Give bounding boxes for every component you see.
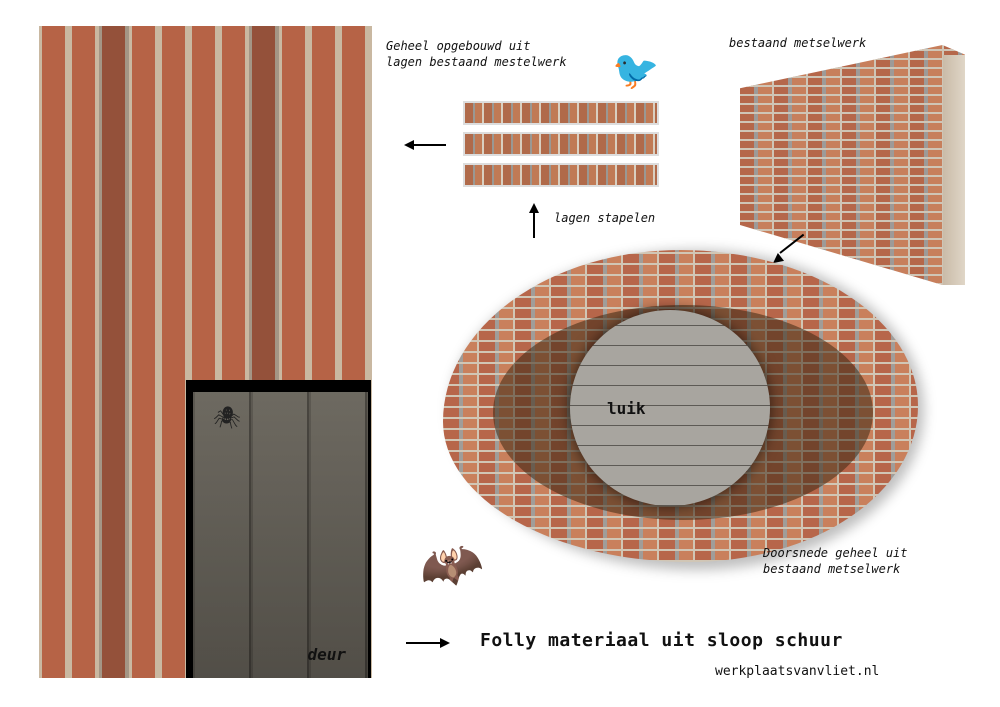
layers-note-line1: Geheel opgebouwd uit	[386, 39, 531, 53]
brick-wall-vertical	[39, 26, 372, 678]
brick-wall-face	[740, 45, 965, 285]
bat-icon: 🦇	[411, 528, 490, 604]
section-note-line2: bestaand metselwerk	[763, 562, 901, 576]
layers-note-line2: lagen bestaand mestelwerk	[386, 55, 567, 69]
door-label: deur	[307, 645, 346, 664]
arrow-right-head	[440, 638, 450, 648]
arrow-up-head	[529, 203, 539, 213]
wooden-hatch	[570, 310, 770, 506]
brick-wall-edge	[942, 54, 965, 285]
hatch-label: luik	[607, 399, 646, 418]
section-note: Doorsnede geheel uit bestaand metselwerk	[763, 545, 908, 577]
stack-layers-label: lagen stapelen	[554, 211, 656, 225]
arrow-right-line	[406, 642, 440, 644]
brick-layer	[463, 101, 659, 125]
layers-note: Geheel opgebouwd uit lagen bestaand mest…	[386, 38, 567, 70]
website-link[interactable]: werkplaatsvanvliet.nl	[715, 664, 880, 679]
cross-section-brick	[443, 250, 918, 562]
arrow-left-line	[413, 144, 446, 146]
brick-layer	[463, 163, 659, 187]
section-note-line1: Doorsnede geheel uit	[763, 546, 908, 560]
bird-icon: 🐦	[612, 48, 660, 92]
page-title: Folly materiaal uit sloop schuur	[480, 630, 843, 651]
brick-layer	[463, 132, 659, 156]
arrow-up-line	[533, 212, 535, 238]
arrow-left-head	[404, 140, 414, 150]
spider-icon: 🕷	[213, 406, 241, 431]
existing-masonry-label: bestaand metselwerk	[729, 36, 867, 50]
wooden-door: 🕷 deur	[193, 392, 368, 678]
brick-wall-perspective	[740, 45, 965, 285]
stacked-brick-layers	[463, 101, 659, 187]
